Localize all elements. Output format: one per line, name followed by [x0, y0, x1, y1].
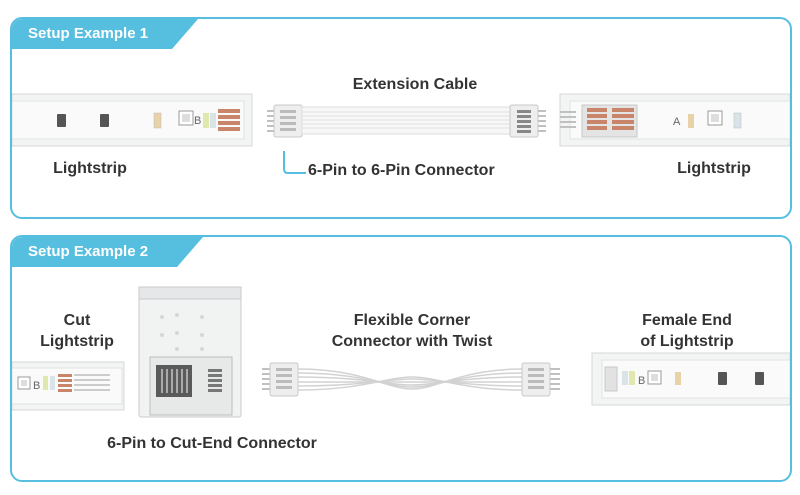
extension-cable: [267, 104, 546, 138]
female-end-lightstrip: B: [591, 352, 790, 406]
extension-cable-label: Extension Cable: [352, 76, 478, 93]
setup-example-2-illustration: B: [12, 286, 790, 418]
cut-lightstrip-label-line1: Cut: [63, 312, 91, 329]
right-lightstrip-label: Lightstrip: [677, 160, 751, 177]
female-end-label-line1: Female End: [642, 312, 732, 329]
setup-example-2-panel: Setup Example 2 B: [10, 235, 792, 482]
cut-end-connector: [138, 286, 242, 418]
corner-connector-label: Flexible Corner Connector with Twist: [302, 310, 522, 352]
cut-end-connector-label: 6-Pin to Cut-End Connector: [107, 435, 317, 452]
setup-example-2-tab: Setup Example 2: [12, 237, 203, 267]
connector-pointer-line: [283, 151, 306, 174]
left-lightstrip-label: Lightstrip: [53, 160, 127, 177]
corner-connector-label-line2: Connector with Twist: [331, 333, 493, 350]
pad-letter-left: B: [194, 115, 201, 127]
female-end-label: Female End of Lightstrip: [617, 310, 757, 352]
flexible-corner-connector: [262, 362, 560, 397]
pad-letter-cut: B: [33, 380, 40, 392]
left-lightstrip: B: [12, 93, 253, 147]
setup-example-1-tab: Setup Example 1: [12, 19, 198, 49]
setup-example-1-illustration: B: [12, 93, 790, 174]
pad-letter-right: A: [673, 116, 681, 128]
cut-lightstrip-label-line2: Lightstrip: [40, 333, 114, 350]
cut-lightstrip: B: [12, 361, 125, 411]
corner-connector-label-line1: Flexible Corner: [353, 312, 471, 329]
setup-example-1-panel: Setup Example 1 B: [10, 17, 792, 219]
right-lightstrip: A: [559, 93, 790, 147]
pad-letter-female: B: [638, 375, 645, 387]
connector-label: 6-Pin to 6-Pin Connector: [308, 162, 495, 179]
cut-lightstrip-label: Cut Lightstrip: [27, 310, 127, 352]
female-end-label-line2: of Lightstrip: [640, 333, 734, 350]
